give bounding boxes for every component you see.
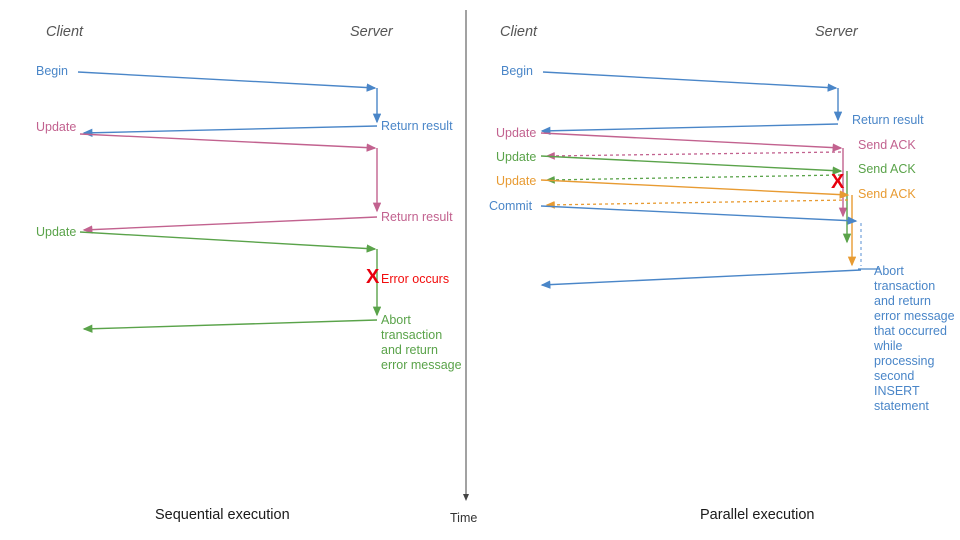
arrow-abort-return bbox=[82, 319, 378, 333]
parallel-panel-arrows bbox=[540, 71, 880, 289]
arrow-update-orange-request bbox=[540, 179, 850, 199]
arrow-ack-pink bbox=[545, 151, 842, 160]
abort-note-line: transaction bbox=[874, 279, 936, 293]
arrow-return-result-1 bbox=[82, 125, 378, 137]
abort-note-line: and return bbox=[381, 343, 438, 357]
arrow-commit-request bbox=[540, 205, 858, 225]
abort-note-line: that occurred bbox=[874, 324, 947, 338]
parallel-label-send-ack-orange: Send ACK bbox=[858, 187, 916, 201]
abort-note-line: statement bbox=[874, 399, 929, 413]
arrow-update-2-request bbox=[79, 231, 377, 253]
time-axis-label: Time bbox=[450, 511, 478, 525]
parallel-caption: Parallel execution bbox=[700, 507, 815, 523]
sequential-caption: Sequential execution bbox=[155, 507, 290, 523]
arrow-return-result-p bbox=[540, 123, 839, 136]
sequential-label-return-result-2: Return result bbox=[381, 210, 453, 224]
arrow-return-result-2 bbox=[82, 216, 378, 234]
abort-note-line: and return bbox=[874, 294, 931, 308]
sequential-abort-note: Abort transaction and return error messa… bbox=[381, 313, 465, 373]
parallel-label-update-green: Update bbox=[496, 150, 537, 164]
abort-note-line: Abort bbox=[874, 264, 904, 278]
arrow-begin-request bbox=[77, 71, 377, 92]
abort-note-line: INSERT bbox=[874, 384, 920, 398]
parallel-label-update-pink: Update bbox=[496, 126, 537, 140]
arrow-update-1-request bbox=[79, 133, 377, 152]
arrow-begin-request-p bbox=[542, 71, 838, 92]
parallel-label-commit: Commit bbox=[489, 199, 533, 213]
abort-note-line: processing bbox=[874, 354, 935, 368]
arrow-update-pink-request bbox=[540, 132, 843, 152]
sequential-error-label: Error occurs bbox=[381, 272, 450, 286]
parallel-label-send-ack-pink: Send ACK bbox=[858, 138, 916, 152]
arrow-update-green-request bbox=[540, 155, 843, 175]
sequential-server-actor: Server bbox=[350, 24, 393, 40]
abort-note-line: error message bbox=[874, 309, 955, 323]
abort-note-line: transaction bbox=[381, 328, 443, 342]
arrow-ack-orange bbox=[545, 199, 849, 209]
parallel-label-send-ack-green: Send ACK bbox=[858, 162, 916, 176]
parallel-label-begin: Begin bbox=[501, 64, 533, 78]
abort-note-line: Abort bbox=[381, 313, 411, 327]
parallel-server-actor: Server bbox=[815, 24, 858, 40]
abort-note-line: second bbox=[874, 369, 915, 383]
parallel-abort-note: Abort transaction and return error messa… bbox=[874, 264, 960, 414]
sequential-error-x-icon: X bbox=[366, 266, 380, 288]
parallel-label-update-orange: Update bbox=[496, 174, 537, 188]
parallel-error-x-icon: X bbox=[831, 171, 845, 193]
abort-note-line: error message bbox=[381, 358, 462, 372]
arrow-ack-green bbox=[545, 174, 842, 184]
sequential-label-return-result-1: Return result bbox=[381, 119, 453, 133]
sequential-label-update-2: Update bbox=[36, 225, 77, 239]
sequential-client-actor: Client bbox=[46, 24, 84, 40]
arrow-abort-return-p bbox=[540, 269, 862, 289]
sequential-label-update-1: Update bbox=[36, 120, 77, 134]
parallel-client-actor: Client bbox=[500, 24, 538, 40]
sequential-panel-arrows bbox=[77, 71, 382, 333]
sequential-label-begin: Begin bbox=[36, 64, 68, 78]
parallel-label-return-result: Return result bbox=[852, 113, 924, 127]
abort-note-line: while bbox=[874, 339, 903, 353]
